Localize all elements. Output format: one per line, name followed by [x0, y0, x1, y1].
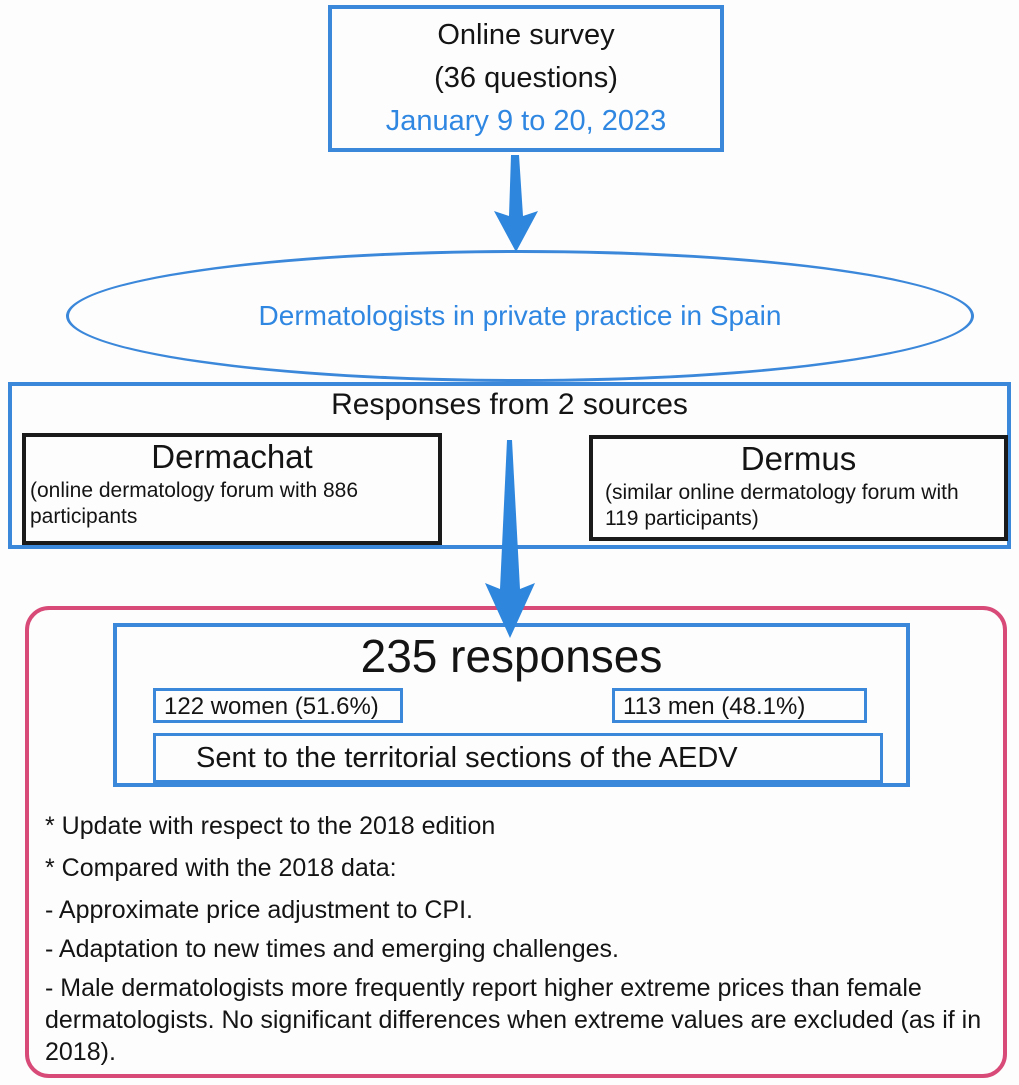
dermus-name: Dermus	[740, 440, 857, 477]
responses-box: 235 responses 122 women (51.6%) 113 men …	[113, 623, 910, 787]
dermachat-description-line1: (online dermatology forum with 886	[30, 479, 359, 502]
results-container: 235 responses 122 women (51.6%) 113 men …	[25, 606, 1007, 1078]
dermachat-description-line2: participants	[30, 504, 138, 528]
note-item: * Compared with the 2018 data:	[45, 854, 397, 882]
total-responses: 235 responses	[360, 630, 663, 682]
note-item: - Approximate price adjustment to CPI.	[45, 896, 473, 924]
men-count-box: 113 men (48.1%)	[612, 688, 867, 723]
note-item: - Male dermatologists more frequently re…	[45, 974, 982, 1066]
dermachat-name: Dermachat	[151, 438, 313, 475]
population-label: Dermatologists in private practice in Sp…	[258, 300, 782, 331]
note-item: * Update with respect to the 2018 editio…	[45, 812, 496, 840]
dermus-box: Dermus (similar online dermatology forum…	[589, 435, 1008, 541]
notes-list: * Update with respect to the 2018 editio…	[45, 810, 990, 1075]
sources-title: Responses from 2 sources	[331, 388, 688, 421]
distribution-box: Sent to the territorial sections of the …	[153, 733, 883, 783]
dermus-description-line1: (similar online dermatology forum with	[605, 481, 959, 504]
dermachat-box: Dermachat (online dermatology forum with…	[22, 433, 442, 545]
survey-box: Online survey (36 questions) January 9 t…	[328, 5, 724, 152]
sources-box: Responses from 2 sources Dermachat (onli…	[8, 382, 1011, 549]
dermus-description-line2: 119 participants)	[605, 506, 759, 530]
women-count-box: 122 women (51.6%)	[153, 688, 403, 723]
down-arrow-icon	[485, 440, 535, 638]
dermus-description: (similar online dermatology forum with 1…	[593, 478, 1004, 531]
survey-questions: (36 questions)	[434, 62, 618, 94]
survey-title: Online survey	[437, 19, 615, 51]
survey-dates: January 9 to 20, 2023	[385, 105, 667, 137]
note-item: - Adaptation to new times and emerging c…	[45, 935, 619, 963]
down-arrow-icon	[494, 155, 538, 252]
dermachat-description: (online dermatology forum with 886 parti…	[26, 476, 438, 529]
population-ellipse: Dermatologists in private practice in Sp…	[66, 250, 974, 382]
